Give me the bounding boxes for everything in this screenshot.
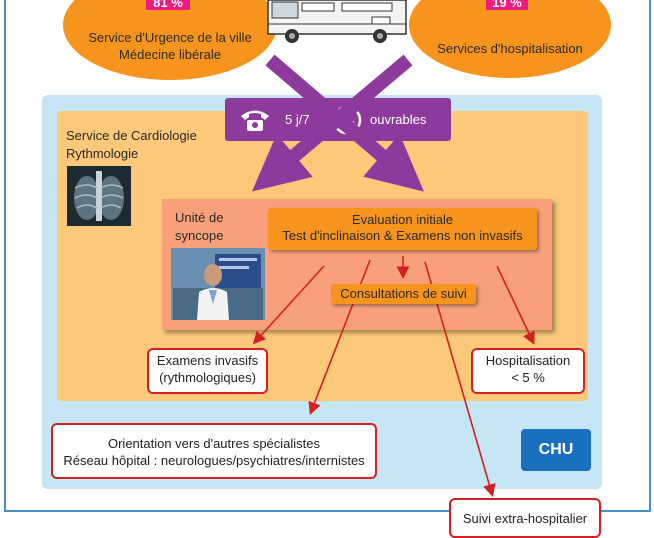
invasive-line1: Examens invasifs <box>156 353 259 368</box>
hospitalisation-line2: < 5 % <box>511 370 545 385</box>
telephone-icon <box>241 110 269 131</box>
access-days: 5 j/7 <box>285 112 310 127</box>
ambulance-icon <box>267 0 407 43</box>
source-left-line2: Médecine libérale <box>119 47 221 62</box>
chu-badge: CHU <box>521 429 591 471</box>
xray-image <box>67 166 131 226</box>
chu-label: CHU <box>538 441 574 458</box>
diagram-frame <box>4 0 651 512</box>
followup-label: Consultations de suivi <box>340 286 467 301</box>
specialists-line2: Réseau hôpital : neurologues/psychiatres… <box>63 453 365 468</box>
cardiology-line2: Rythmologie <box>66 146 139 161</box>
hospitalisation-box: Hospitalisation < 5 % <box>471 348 585 394</box>
doctor-photo <box>171 248 265 320</box>
syncope-line2: syncope <box>175 228 224 243</box>
source-right-label: Services d'hospitalisation <box>437 40 583 56</box>
arrow-to-invasive <box>252 265 325 345</box>
invasive-exams-box: Examens invasifs (rythmologiques) <box>147 348 268 394</box>
source-left-percent: 81 % <box>146 0 190 10</box>
cardiology-label: Service de Cardiologie Rythmologie <box>66 127 197 163</box>
purple-arrow-right <box>251 54 413 192</box>
arrow-to-specialists <box>308 259 371 415</box>
invasive-line2: (rythmologiques) <box>159 370 256 385</box>
syncope-unit-label: Unité de syncope <box>175 209 223 245</box>
arrow-to-hospitalisation <box>496 265 535 345</box>
syncope-line1: Unité de <box>175 210 224 225</box>
specialists-line1: Orientation vers d'autres spécialistes <box>107 436 321 451</box>
cardiology-line1: Service de Cardiologie <box>66 128 197 143</box>
source-left-line1: Service d'Urgence de la ville <box>88 30 252 45</box>
access-hours: ouvrables <box>370 112 427 127</box>
extra-hospital-label: Suivi extra-hospitalier <box>462 511 588 526</box>
specialists-box: Orientation vers d'autres spécialistes R… <box>51 423 377 479</box>
followup-box: Consultations de suivi <box>331 284 476 304</box>
initial-evaluation-box: Evaluation initiale Test d'inclinaison &… <box>268 208 537 250</box>
hospitalisation-line1: Hospitalisation <box>485 353 571 368</box>
initial-line2: Test d'inclinaison & Examens non invasif… <box>282 228 523 243</box>
source-right-percent: 19 % <box>486 0 528 10</box>
initial-line1: Evaluation initiale <box>351 212 454 227</box>
extra-hospital-box: Suivi extra-hospitalier <box>449 498 601 538</box>
